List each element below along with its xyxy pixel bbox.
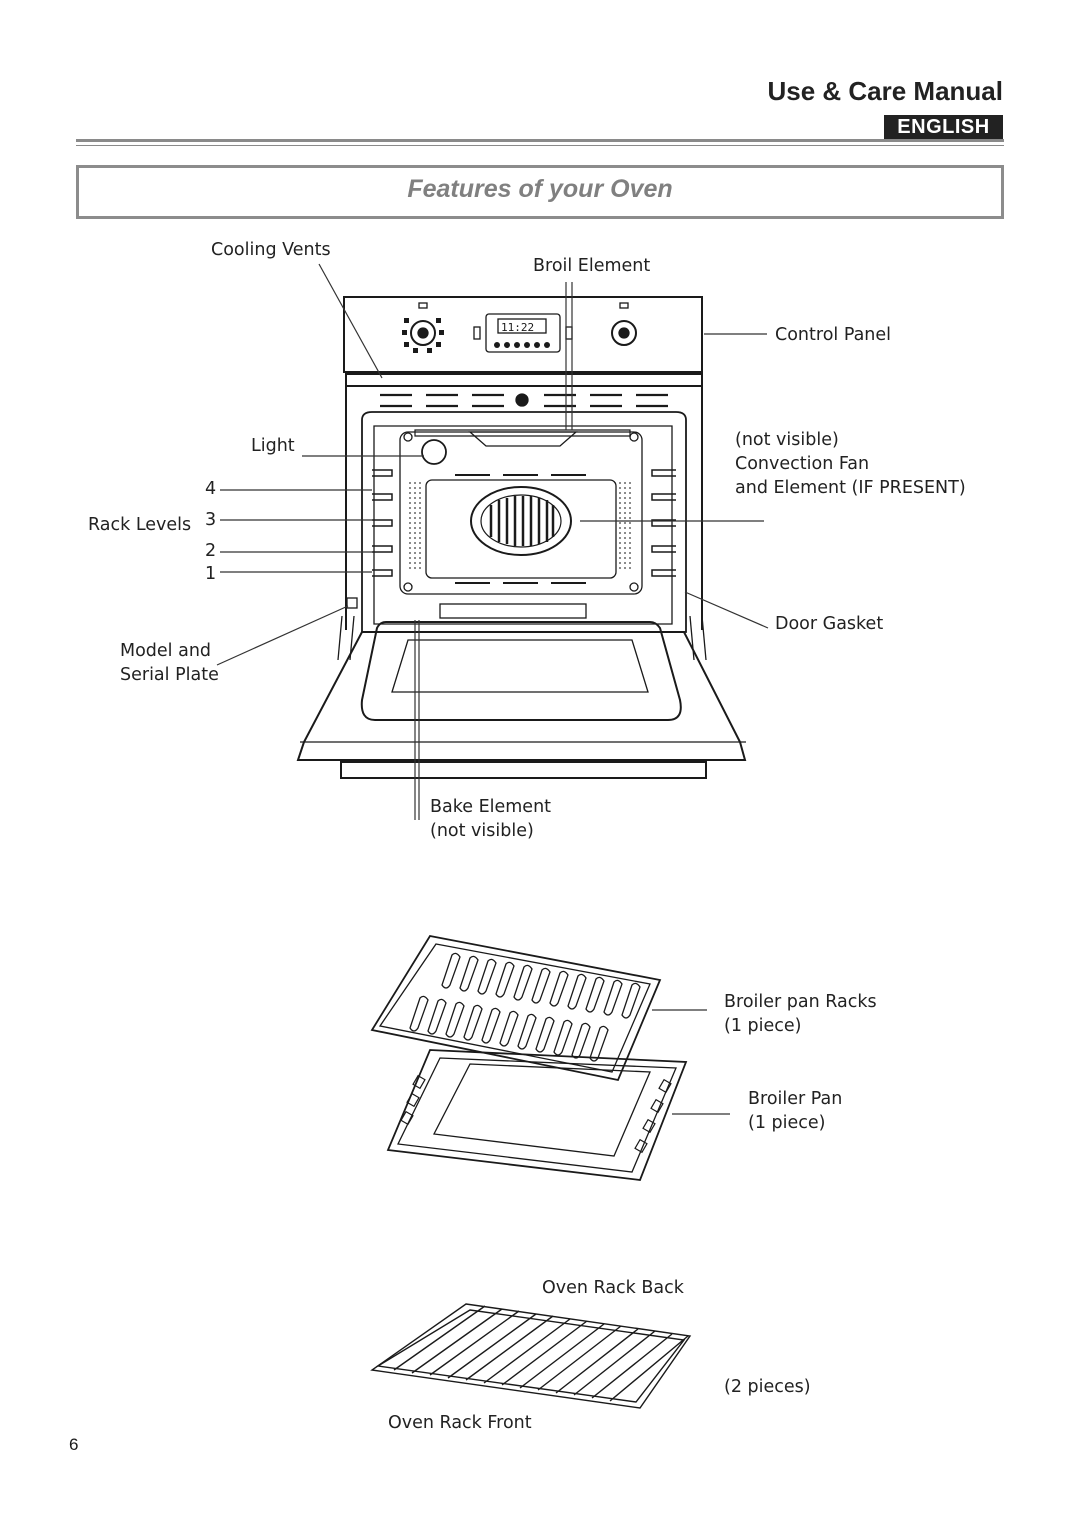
control-panel-shape xyxy=(343,296,703,373)
label-broiler-pan-racks: Broiler pan Racks xyxy=(724,992,877,1012)
label-broiler-pan: Broiler Pan xyxy=(748,1089,843,1109)
label-cooling-vents: Cooling Vents xyxy=(211,240,331,260)
label-broiler-pan-qty: (1 piece) xyxy=(748,1113,826,1133)
label-rack-3: 3 xyxy=(205,510,217,530)
section-title: Features of your Oven xyxy=(407,175,673,203)
oven-light xyxy=(421,439,447,465)
label-bake-not-visible: (not visible) xyxy=(430,821,534,841)
convection-fan xyxy=(470,486,572,556)
header-rule xyxy=(76,139,1004,142)
page-number: 6 xyxy=(69,1435,79,1454)
leader-lines xyxy=(216,263,769,1115)
label-oven-rack-back: Oven Rack Back xyxy=(542,1278,684,1298)
function-knob xyxy=(410,320,436,346)
label-model-and: Model and xyxy=(120,641,212,661)
label-broiler-pan-racks-qty: (1 piece) xyxy=(724,1016,802,1036)
manual-title: Use & Care Manual xyxy=(767,76,1003,106)
label-convection-fan: Convection Fan xyxy=(735,454,870,474)
label-rack-levels: Rack Levels xyxy=(88,515,192,535)
header-rule-thin xyxy=(76,145,1004,146)
label-not-visible-fan: (not visible) xyxy=(735,430,839,450)
clock-readout: 11:22 xyxy=(501,321,534,334)
clock-display xyxy=(485,313,561,353)
broiler-pan xyxy=(386,1049,688,1181)
label-door-gasket: Door Gasket xyxy=(775,614,884,634)
oven-rack xyxy=(370,1303,692,1409)
label-rack-2: 2 xyxy=(205,541,217,561)
label-oven-rack-qty: (2 pieces) xyxy=(724,1377,811,1397)
label-rack-4: 4 xyxy=(205,479,217,499)
label-light: Light xyxy=(251,436,295,456)
label-oven-rack-front: Oven Rack Front xyxy=(388,1413,532,1433)
section-heading-box xyxy=(76,165,1004,219)
label-control-panel: Control Panel xyxy=(775,325,892,345)
temperature-knob xyxy=(611,320,637,346)
label-broil-element: Broil Element xyxy=(533,256,651,276)
language-badge: ENGLISH xyxy=(884,115,1003,139)
broiler-pan-rack xyxy=(370,934,662,1082)
label-and-element: and Element (IF PRESENT) xyxy=(735,478,966,498)
label-rack-1: 1 xyxy=(205,564,217,584)
label-bake-element: Bake Element xyxy=(430,797,552,817)
label-serial-plate: Serial Plate xyxy=(120,665,219,685)
